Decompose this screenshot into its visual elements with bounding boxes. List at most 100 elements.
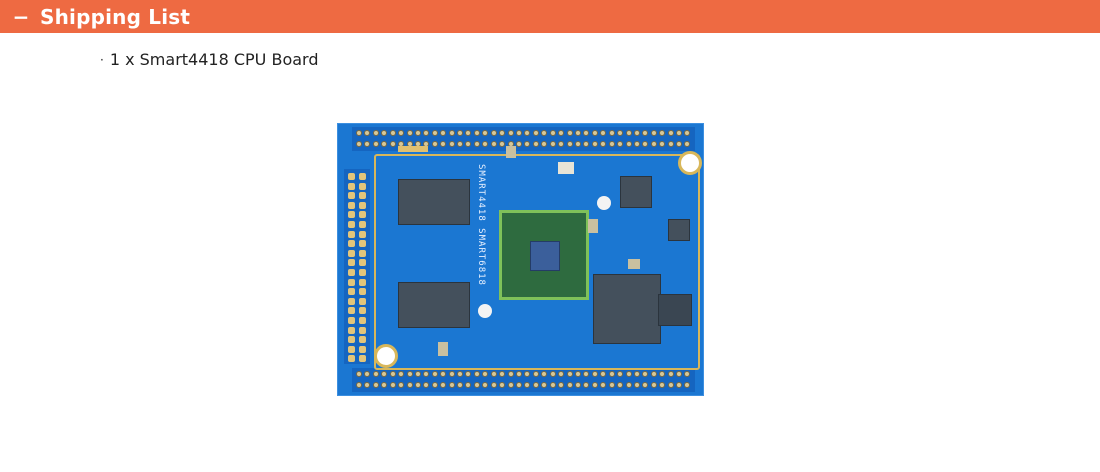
pin [440,130,447,136]
ram-chip-top [398,179,470,225]
pin [482,130,489,136]
pin [398,371,405,377]
pin [507,371,514,377]
pin [516,371,523,377]
pin [591,141,598,147]
pin [431,130,438,136]
pin [516,382,523,388]
pin [625,371,632,377]
pin [482,382,489,388]
pin [667,382,674,388]
pin [642,130,649,136]
pin [398,130,405,136]
pin [558,382,565,388]
pin [625,382,632,388]
pin [359,221,366,228]
pin [558,371,565,377]
pin [406,382,413,388]
pin [667,130,674,136]
pin [423,371,430,377]
pin [659,130,666,136]
pin [532,371,539,377]
pin [389,382,396,388]
pin [457,382,464,388]
pin [566,141,573,147]
pin [448,141,455,147]
pin [348,259,355,267]
pin [650,141,657,147]
pin [524,130,531,136]
pin [583,141,590,147]
pin [499,141,506,147]
pin [356,130,362,136]
pin [348,307,355,315]
collapse-icon[interactable]: − [12,4,30,29]
pin [676,382,683,388]
fiducial [597,196,611,210]
pin [482,371,489,377]
pin [625,141,632,147]
pin [574,130,581,136]
pin [684,371,691,377]
fiducial [478,304,492,318]
list-item: · 1 x Smart4418 CPU Board [100,50,319,69]
pin [549,382,556,388]
pin [659,141,666,147]
pin [359,326,366,334]
pin [359,182,366,190]
pin [348,345,355,353]
pin [541,382,548,388]
crystal [558,162,574,174]
pin [583,130,590,136]
section-header-shipping-list[interactable]: − Shipping List [0,0,1100,33]
pin [359,249,366,257]
pin [359,345,366,353]
pin [591,130,598,136]
pin [431,371,438,377]
pin [381,141,388,147]
pin [348,221,355,228]
pin [348,336,355,344]
pin [359,211,366,219]
pin [574,371,581,377]
pin [440,141,447,147]
pin [574,382,581,388]
pin [633,141,640,147]
pmic-chip [620,176,652,208]
pin [642,141,649,147]
pin [659,382,666,388]
pin [348,278,355,286]
pin [348,355,355,363]
pin [465,371,472,377]
pin [633,130,640,136]
pin [600,371,607,377]
regulator-chip [658,294,692,326]
pin [608,382,615,388]
pin [583,371,590,377]
pin [591,382,598,388]
pin [507,382,514,388]
pin [473,382,480,388]
pin [389,130,396,136]
pin [600,382,607,388]
pin [431,141,438,147]
pin [457,130,464,136]
pin [356,382,362,388]
pin [676,141,683,147]
pin [359,336,366,344]
board-silkscreen: SMART4418 SMART6818 [476,164,486,286]
pin [348,201,355,209]
capacitor [438,342,448,356]
mount-hole-top-right [678,151,702,175]
pin [482,141,489,147]
pin [359,269,366,276]
pin [608,130,615,136]
pin [600,130,607,136]
pin [364,382,371,388]
pin [684,141,691,147]
pin [465,382,472,388]
pin [359,192,366,200]
pin [381,130,388,136]
pin [490,382,497,388]
pin [348,326,355,334]
